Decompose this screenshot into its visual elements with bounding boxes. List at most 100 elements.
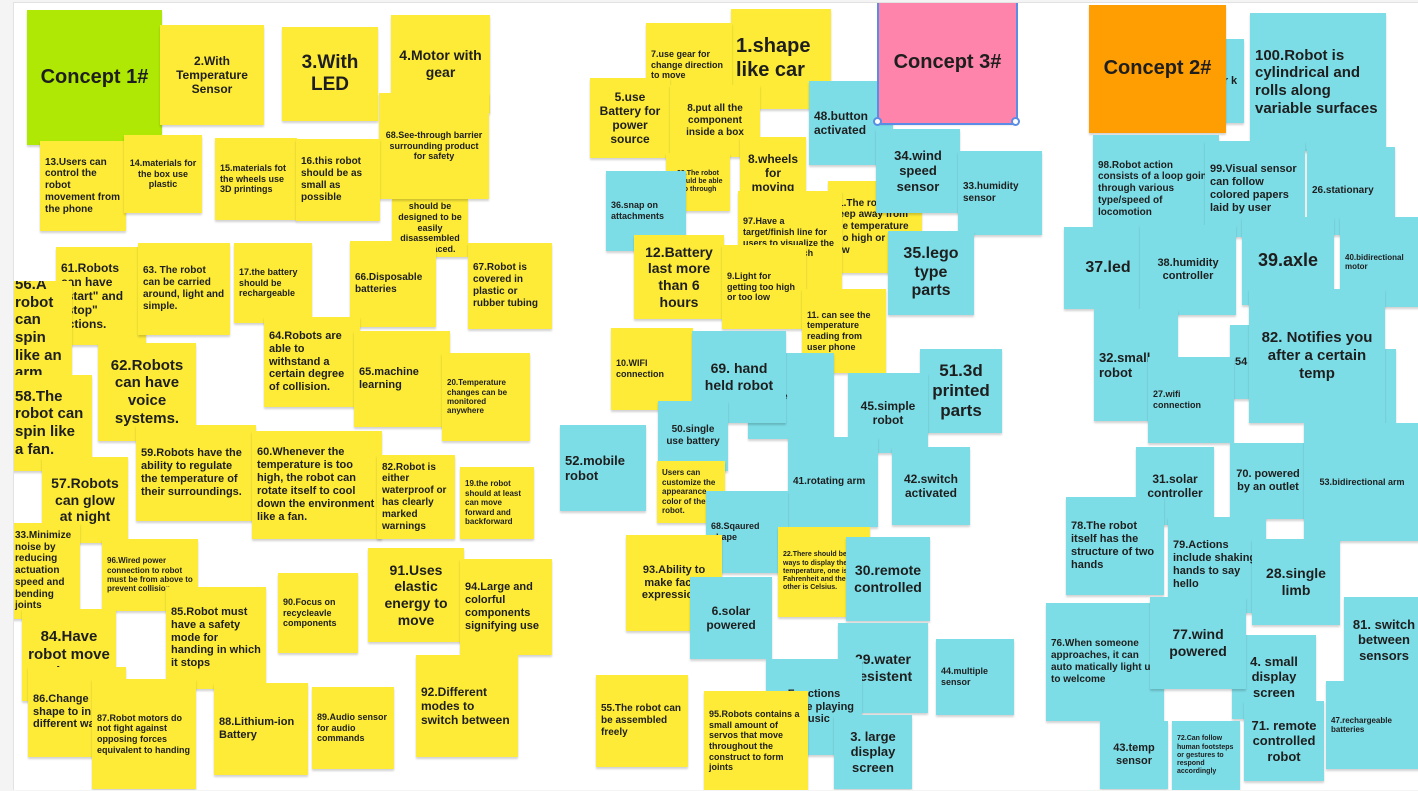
sticky-note[interactable]: 9.Light for getting too high or too low [722,245,806,329]
sticky-note[interactable]: 71. remote controlled robot [1244,701,1324,781]
note-text: 77.wind powered [1169,626,1227,659]
sticky-note[interactable]: 92.Different modes to switch between [416,655,518,757]
sticky-note[interactable]: 81. switch between sensors [1344,597,1418,683]
sticky-note[interactable]: 37.led [1064,227,1152,309]
sticky-note[interactable]: 27.wifi connection [1148,357,1234,443]
sticky-note[interactable]: 43.temp sensor [1100,721,1168,789]
note-text: 50.single use battery [666,424,720,447]
sticky-note[interactable]: 90.Focus on recycleavle components [278,573,358,653]
sticky-note[interactable]: 28.single limb [1252,539,1340,625]
sticky-note[interactable]: 20.Temperature changes can be monitored … [442,353,530,441]
sticky-note[interactable]: 85.Robot must have a safety mode for han… [166,587,266,689]
sticky-note[interactable]: 82.Robot is either waterproof or has cle… [377,455,455,539]
sticky-note[interactable]: 100.Robot is cylindrical and rolls along… [1250,13,1386,151]
sticky-note[interactable]: 63. The robot can be carried around, lig… [138,243,230,335]
sticky-note[interactable]: 17.the battery should be rechargeable [234,243,312,323]
sticky-note[interactable]: 95.Robots contains a small amount of ser… [704,691,808,790]
sticky-note[interactable]: 82. Notifies you after a certain temp [1249,289,1385,423]
sticky-note[interactable]: 88.Lithium-ion Battery [214,683,308,775]
note-text: 33.Minimize noise by reducing actuation … [15,529,72,612]
sticky-note[interactable]: 53.bidirectional arm [1304,423,1418,541]
sticky-note[interactable]: 57.Robots can glow at night [42,457,128,543]
sticky-note[interactable]: 59.Robots have the ability to regulate t… [136,425,256,521]
note-text: 22.There should be two ways to display t… [783,551,861,592]
sticky-note[interactable]: 87.Robot motors do not fight against opp… [92,679,196,789]
sticky-note[interactable]: 42.switch activated [892,447,970,525]
note-text: 82. Notifies you after a certain temp [1261,329,1373,382]
note-text: 98.Robot action consists of a loop going… [1098,159,1213,218]
sticky-note[interactable]: 41.rotating arm [788,437,878,527]
note-text: 6.solar powered [706,603,756,632]
sticky-note[interactable]: 60.Whenever the temperature is too high,… [252,431,382,539]
sticky-note[interactable]: 33.humidity sensor [958,151,1042,235]
concept-3-note[interactable]: Concept 3# [877,3,1018,125]
sticky-note[interactable]: 19.the robot should at least can move fo… [460,467,534,539]
note-text: 44.multiple sensor [941,666,989,687]
sticky-note[interactable]: 11. can see the temperature reading from… [802,289,886,373]
sticky-note[interactable]: 72.Can follow human footsteps or gesture… [1172,721,1240,790]
sticky-note[interactable]: 13.Users can control the robot movement … [40,141,126,231]
sticky-note[interactable]: 77.wind powered [1150,597,1246,689]
note-text: 17.the battery should be rechargeable [239,267,298,299]
note-text: 65.machine learning [359,366,419,391]
sticky-note[interactable]: 15.materials fot the wheels use 3D print… [215,138,297,220]
note-text: 82.Robot is either waterproof or has cle… [382,461,447,532]
note-text: Users can customize the appearance color… [662,468,716,516]
concept-2-note[interactable]: Concept 2# [1089,5,1226,133]
sticky-note[interactable]: 89.Audio sensor for audio commands [312,687,394,769]
note-text: 30.remote controlled [854,562,922,595]
sticky-note[interactable]: 50.single use battery [658,401,728,471]
note-text: 15.materials fot the wheels use 3D print… [220,163,287,195]
sticky-note[interactable]: 94.Large and colorful components signify… [460,559,552,655]
note-text: 99.Visual sensor can follow colored pape… [1210,163,1297,214]
note-text: 61.Robots can have "start" and "stop" ac… [61,260,124,332]
sticky-note[interactable]: 10.WIFI connection [611,328,693,410]
note-text: 27.wifi connection [1153,389,1202,410]
sticky-note[interactable]: 68.See-through barrier surrounding produ… [379,93,489,199]
sticky-note[interactable]: 35.lego type parts [888,231,974,315]
sticky-note[interactable]: 33.Minimize noise by reducing actuation … [14,523,80,619]
sticky-note[interactable]: 78.The robot itself has the structure of… [1066,497,1164,595]
note-text: 63. The robot can be carried around, lig… [143,265,225,312]
sticky-note[interactable]: 6.solar powered [690,577,772,659]
sticky-note[interactable]: 3.With LED [282,27,378,121]
note-text: 23.The robot should be able go through [673,169,723,194]
resize-handle[interactable] [1011,117,1020,126]
sticky-note[interactable]: 14.materials for the box use plastic [124,135,202,213]
sticky-note[interactable]: 76.When someone approaches, it can auto … [1046,603,1164,721]
sticky-note[interactable]: 62.Robots can have voice systems. [98,343,196,441]
sticky-note[interactable]: 58.The robot can spin like a fan. [14,375,92,471]
sticky-note[interactable]: 12.Battery last more than 6 hours [634,235,724,319]
sticky-note[interactable]: 16.this robot should be as small as poss… [296,139,380,221]
whiteboard-canvas[interactable]: Concept 1# 2.With Temperature Sensor 3.W… [13,2,1418,790]
resize-handle[interactable] [873,117,882,126]
concept-1-note[interactable]: Concept 1# [27,10,162,145]
sticky-note[interactable]: 64.Robots are able to withstand a certai… [264,317,360,407]
sticky-note[interactable]: 66.Disposable batteries [350,241,436,327]
sticky-note[interactable]: 2.With Temperature Sensor [160,25,264,125]
note-text: 36.snap on attachments [611,200,665,221]
sticky-note[interactable]: 91.Uses elastic energy to move [368,548,464,642]
sticky-note[interactable]: 56.A robot can spin like an arm [14,281,72,377]
sticky-note[interactable]: 3. large display screen [834,715,912,789]
note-text: 45.simple robot [860,398,916,427]
note-text: 68.Sqaured shape [711,521,760,542]
note-text: 85.Robot must have a safety mode for han… [171,605,261,670]
note-text: 69. hand held robot [704,360,774,393]
sticky-note[interactable]: 52.mobile robot [560,425,646,511]
sticky-note[interactable]: 34.wind speed sensor [876,129,960,213]
sticky-note[interactable]: 30.remote controlled [846,537,930,621]
note-text: 47.rechargeable batteries [1331,715,1392,734]
sticky-note[interactable]: 65.machine learning [354,331,450,427]
sticky-note[interactable]: 55.The robot can be assembled freely [596,675,688,767]
sticky-note[interactable]: 67.Robot is covered in plastic or rubber… [468,243,552,329]
sticky-note[interactable]: 38.humidity controller [1140,225,1236,315]
sticky-note[interactable]: 5.use Battery for power source [590,78,670,158]
sticky-note[interactable]: 47.rechargeable batteries [1326,681,1418,769]
sticky-note[interactable]: 51.3d printed parts [920,349,1002,433]
sticky-note[interactable]: 70. powered by an outlet [1230,443,1306,519]
note-text: 4.Motor with gear [399,47,482,80]
note-text: Concept 1# [40,65,149,88]
sticky-note[interactable]: 44.multiple sensor [936,639,1014,715]
note-text: 54 [1235,355,1248,368]
